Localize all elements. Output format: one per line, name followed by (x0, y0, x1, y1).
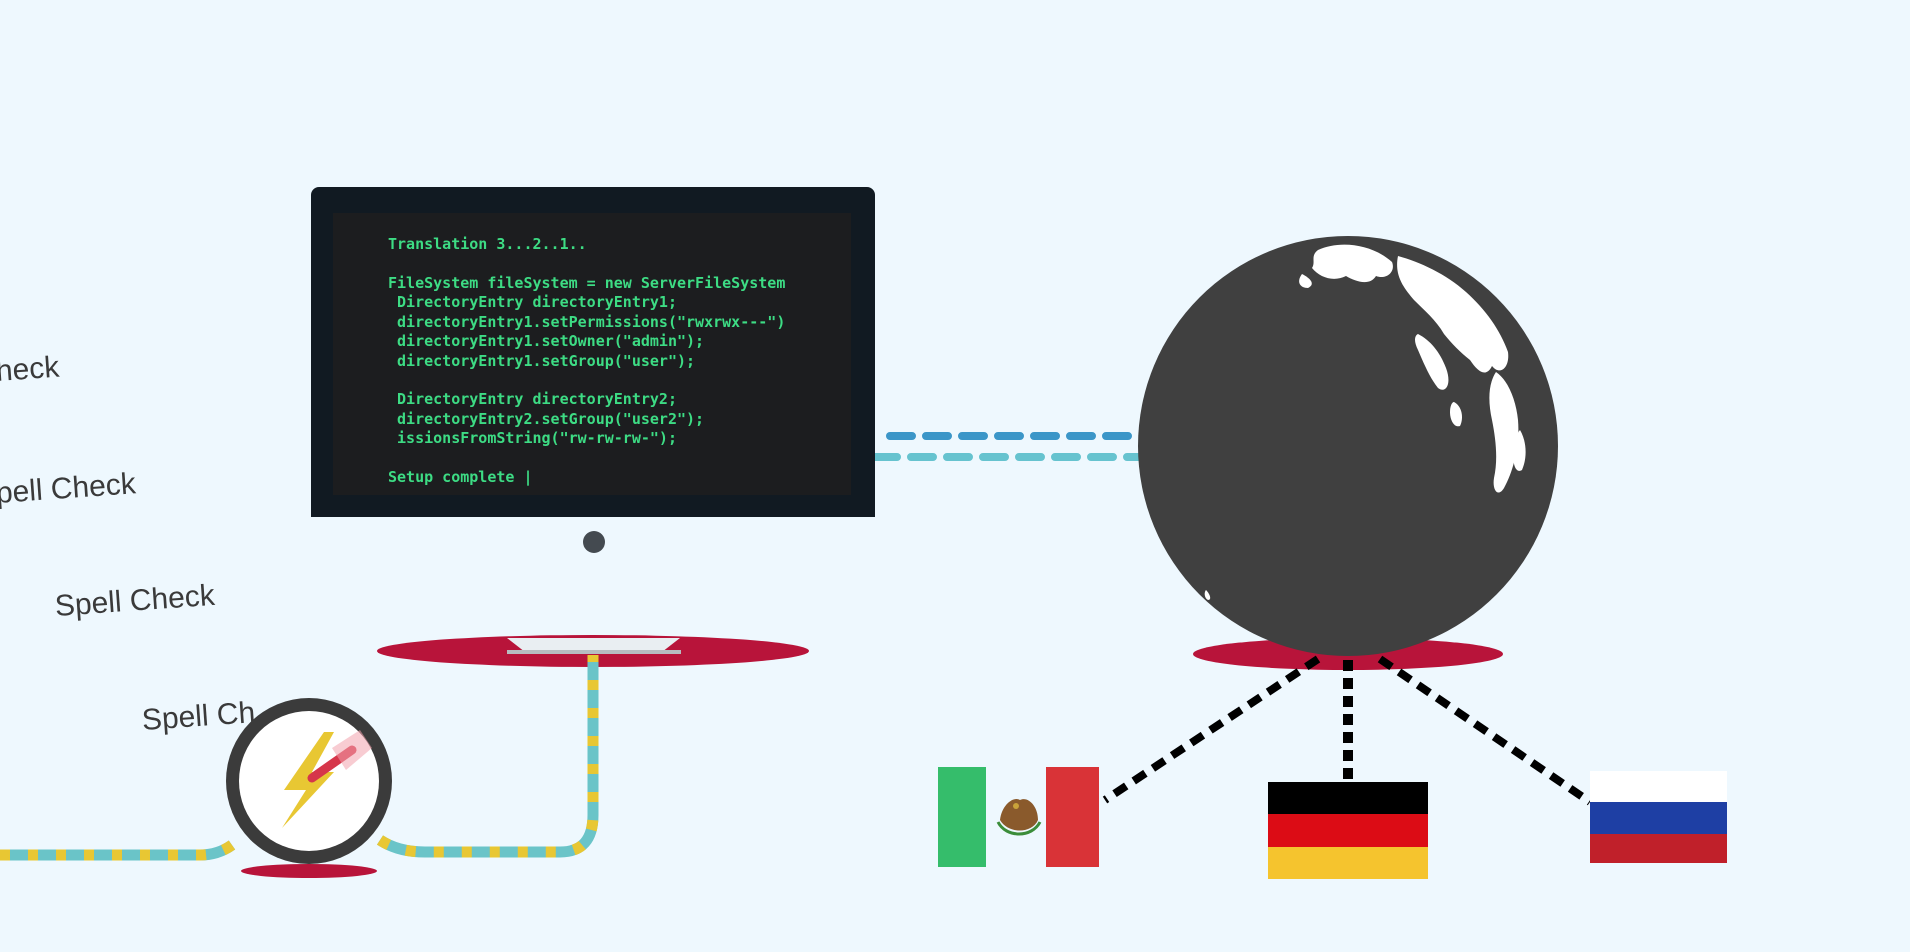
gauge-pedestal (241, 864, 377, 878)
monitor-stand (507, 638, 680, 652)
terminal-screen: Translation 3...2..1.. FileSystem fileSy… (333, 213, 851, 495)
terminal-line: DirectoryEntry directoryEntry2; (388, 390, 677, 408)
terminal-line: issionsFromString("rw-rw-rw-"); (388, 429, 677, 447)
mexico-flag-icon (938, 767, 1099, 867)
terminal-line: directoryEntry1.setOwner("admin"); (388, 332, 705, 350)
globe-icon (1138, 236, 1558, 656)
link-russia (1377, 655, 1593, 806)
link-mexico (1102, 655, 1321, 804)
cable-right (376, 655, 599, 858)
germany-flag-icon (1268, 782, 1428, 879)
monitor: Translation 3...2..1.. FileSystem fileSy… (311, 187, 875, 517)
terminal-line: directoryEntry1.setPermissions("rwxrwx--… (388, 313, 786, 331)
terminal-line: Translation 3...2..1.. (388, 235, 587, 253)
terminal-line: directoryEntry1.setGroup("user"); (388, 352, 696, 370)
terminal-line: FileSystem fileSystem = new ServerFileSy… (388, 274, 786, 292)
terminal-line: DirectoryEntry directoryEntry1; (388, 293, 677, 311)
terminal-line: directoryEntry2.setGroup("user2"); (388, 410, 705, 428)
russia-flag-icon (1590, 771, 1727, 863)
terminal-line: Setup complete | (388, 468, 533, 486)
monitor-power-dot (583, 531, 605, 553)
lightning-bolt-icon (226, 698, 392, 864)
